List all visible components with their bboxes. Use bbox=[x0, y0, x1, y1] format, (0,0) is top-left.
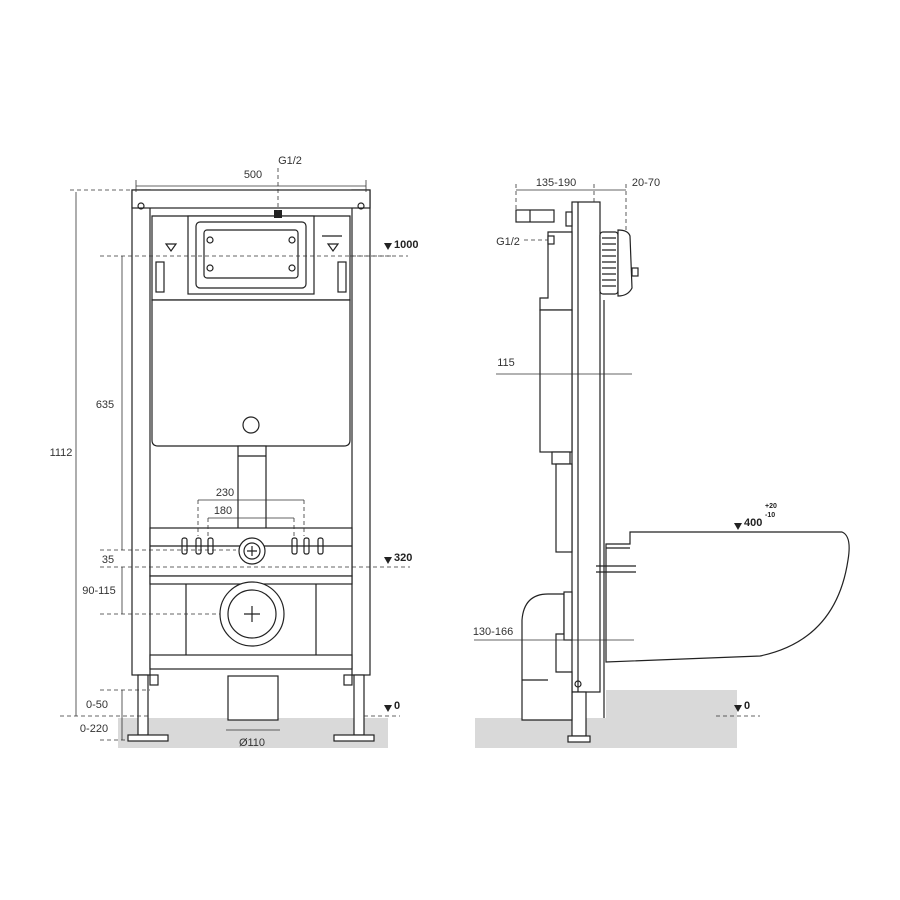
flush-button-body bbox=[599, 231, 619, 295]
drain-offset-label: 90-115 bbox=[82, 585, 115, 597]
drain-bend bbox=[227, 675, 279, 721]
drain-side bbox=[521, 593, 573, 721]
side-drain-offset-label: 130-166 bbox=[473, 626, 513, 638]
floor-depth-label: 0-220 bbox=[80, 723, 108, 735]
level-mid-label: 320 bbox=[394, 552, 412, 564]
toilet-bowl bbox=[605, 531, 850, 663]
flush-module-plate bbox=[187, 215, 315, 295]
width-label: 500 bbox=[244, 169, 262, 181]
level-floor-label: 0 bbox=[394, 700, 400, 712]
cistern-height-label: 635 bbox=[96, 399, 114, 411]
flush-button-plate bbox=[617, 229, 633, 297]
seat-tolerance-plus: +20 bbox=[765, 503, 777, 510]
pipe-offset-label: 115 bbox=[497, 357, 515, 369]
button-depth-label: 135-190 bbox=[536, 177, 576, 189]
cistern-side bbox=[539, 231, 573, 311]
frame-top-bar bbox=[131, 189, 371, 209]
drain-inner bbox=[227, 589, 277, 639]
drain-diameter-label: Ø110 bbox=[239, 737, 265, 749]
flush-pipe bbox=[237, 445, 267, 533]
bolt-inner-label: 180 bbox=[214, 505, 232, 517]
frame-left-post bbox=[131, 189, 151, 676]
cistern-outlet bbox=[242, 416, 260, 434]
frame-right-post bbox=[351, 189, 371, 676]
front-view: 500 G1/2 1112 635 1000 230 180 35 320 90… bbox=[50, 155, 419, 749]
leg-adjust-label: 0-50 bbox=[86, 699, 108, 711]
side-floor bbox=[475, 718, 737, 748]
side-frame bbox=[571, 201, 601, 693]
bolt-outer-label: 230 bbox=[216, 487, 234, 499]
wall-finish-label: 20-70 bbox=[632, 177, 660, 189]
inlet-label: G1/2 bbox=[278, 155, 302, 167]
inlet-valve bbox=[515, 209, 555, 223]
level-top-label: 1000 bbox=[394, 239, 418, 251]
total-height-label: 1112 bbox=[50, 447, 73, 459]
seat-tolerance-minus: -10 bbox=[765, 512, 775, 519]
side-level-floor-label: 0 bbox=[744, 700, 750, 712]
offset-35-label: 35 bbox=[102, 554, 114, 566]
cistern-tank bbox=[151, 299, 351, 447]
side-view: 135-190 20-70 G1/2 115 130-166 400 +20 -… bbox=[473, 177, 850, 748]
front-floor bbox=[118, 718, 388, 748]
side-inlet-label: G1/2 bbox=[496, 236, 520, 248]
seat-height-label: 400 bbox=[744, 517, 762, 529]
